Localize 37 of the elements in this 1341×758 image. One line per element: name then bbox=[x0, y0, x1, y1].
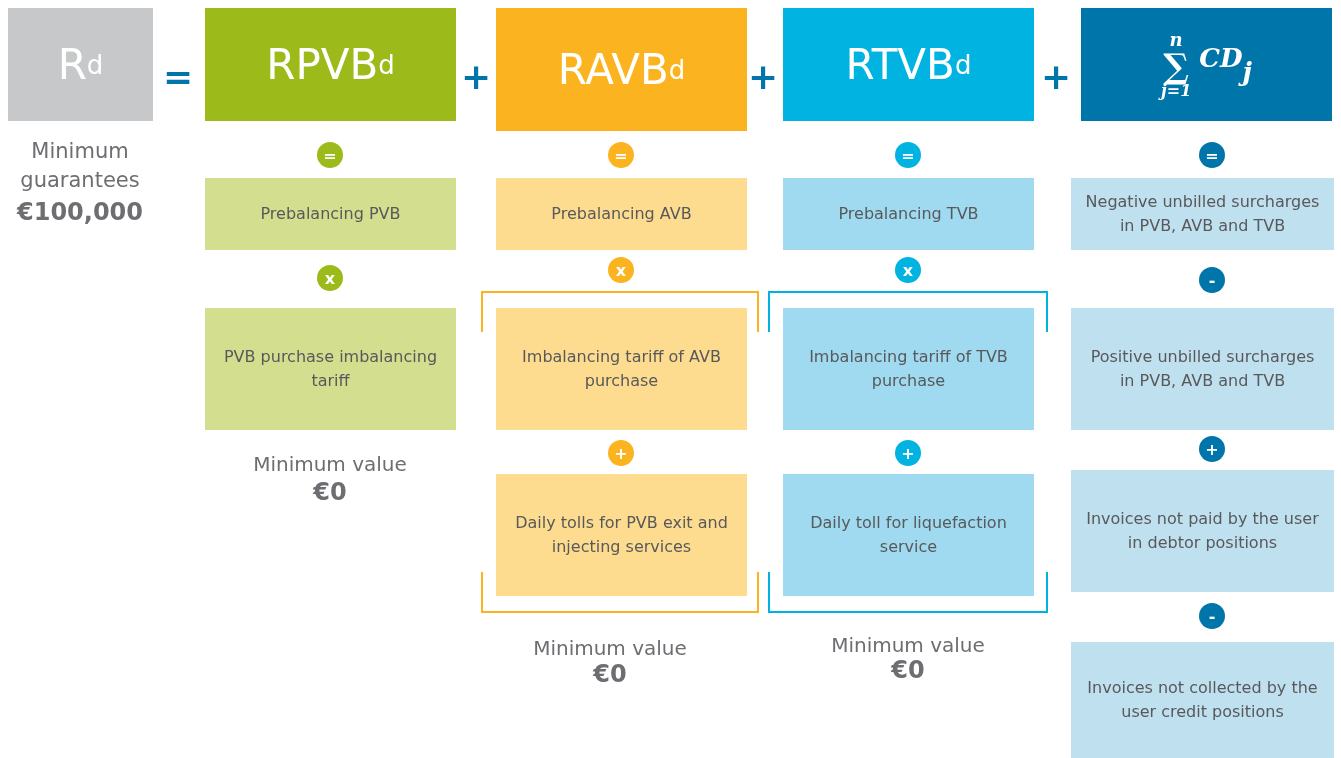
operator-circle: - bbox=[1199, 267, 1225, 293]
operator-circle: = bbox=[317, 142, 343, 168]
operator-circle: = bbox=[895, 142, 921, 168]
operator-circle: x bbox=[317, 265, 343, 291]
term-box: Daily toll for liquefaction service bbox=[783, 474, 1034, 596]
plus-sign: + bbox=[748, 55, 778, 99]
term-box: Prebalancing TVB bbox=[783, 178, 1034, 250]
operator-circle: x bbox=[608, 257, 634, 283]
term-box: Invoices not collected by the user credit positions bbox=[1071, 642, 1334, 758]
amount-value: €0 bbox=[592, 659, 628, 690]
operator-circle: x bbox=[895, 257, 921, 283]
amount-value: €0 bbox=[312, 477, 348, 508]
term-box: Daily tolls for PVB exit and injecting services bbox=[496, 474, 747, 596]
term-box: Invoices not paid by the user in debtor positions bbox=[1071, 470, 1334, 592]
term-box: Imbalancing tariff of TVB purchase bbox=[783, 308, 1034, 430]
operator-circle: - bbox=[1199, 603, 1225, 629]
operator-circle: = bbox=[608, 142, 634, 168]
plus-sign: + bbox=[461, 55, 491, 99]
upper-limit: n bbox=[1169, 30, 1183, 49]
term-box: Imbalancing tariff of AVB purchase bbox=[496, 308, 747, 430]
plus-sign: + bbox=[1041, 55, 1071, 99]
term-box: Negative unbilled surcharges in PVB, AVB and TVB bbox=[1071, 178, 1334, 250]
operator-circle: + bbox=[895, 440, 921, 466]
term-box: Positive unbilled surcharges in PVB, AVB and TVB bbox=[1071, 308, 1334, 430]
term-box: Prebalancing PVB bbox=[205, 178, 456, 250]
equals-sign: = bbox=[163, 55, 193, 99]
caption-text: Minimum guarantees bbox=[19, 138, 141, 195]
caption-text: Minimum value bbox=[252, 451, 408, 478]
operator-circle: + bbox=[608, 440, 634, 466]
summation-box bbox=[1081, 8, 1332, 121]
sum-symbol: ∑ bbox=[1163, 48, 1189, 83]
caption-text: Minimum value bbox=[532, 635, 688, 662]
term-box: PVB purchase imbalancing tariff bbox=[205, 308, 456, 430]
term-box: Prebalancing AVB bbox=[496, 178, 747, 250]
amount-value: €100,000 bbox=[15, 197, 144, 228]
operator-circle: = bbox=[1199, 142, 1225, 168]
operator-circle: + bbox=[1199, 436, 1225, 462]
